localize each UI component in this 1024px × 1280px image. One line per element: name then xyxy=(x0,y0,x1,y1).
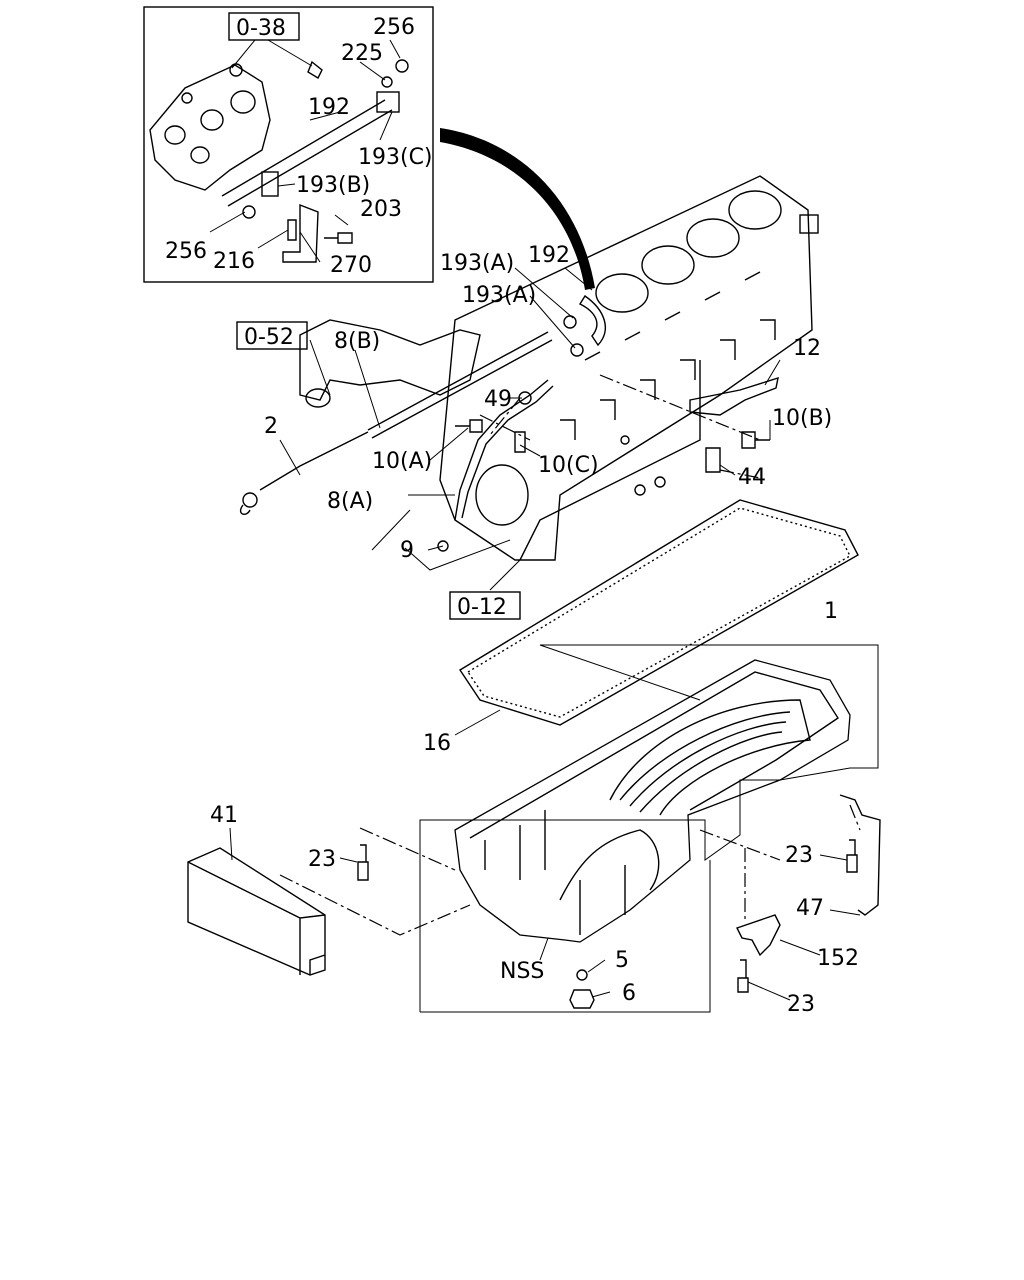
inset-bolt-203 xyxy=(324,232,353,244)
label-23-bottom: 23 xyxy=(787,992,815,1017)
hose-192 xyxy=(578,295,606,347)
inset-clip-b xyxy=(261,171,279,197)
tube-47 xyxy=(839,794,881,916)
inset-washer-225 xyxy=(381,76,393,88)
inset-frame xyxy=(143,6,434,283)
oil-pan-gasket-16 xyxy=(459,499,859,726)
inset-head-block xyxy=(149,63,271,191)
washer-5 xyxy=(576,969,588,981)
label-9: 9 xyxy=(400,538,414,563)
label-10a: 10(A) xyxy=(372,449,432,474)
label-225: 225 xyxy=(341,41,383,66)
detail-pointer-arrow xyxy=(440,128,595,290)
label-44: 44 xyxy=(738,465,766,490)
label-152: 152 xyxy=(817,946,859,971)
bolt-23-left xyxy=(357,844,369,881)
inset-union-fitting xyxy=(307,60,323,79)
ref-0-12: 0-12 xyxy=(457,595,507,620)
dipstick-assembly xyxy=(239,295,779,552)
bracket-assembly xyxy=(299,319,481,401)
bracket-152 xyxy=(736,914,781,957)
label-23-right: 23 xyxy=(785,843,813,868)
label-23-left: 23 xyxy=(308,847,336,872)
label-41: 41 xyxy=(210,803,238,828)
label-10b: 10(B) xyxy=(772,406,832,431)
ref-0-52: 0-52 xyxy=(244,325,294,350)
inset-nut-256 xyxy=(395,59,409,73)
label-192-main: 192 xyxy=(528,243,570,268)
label-216: 216 xyxy=(213,249,255,274)
label-193c: 193(C) xyxy=(358,145,433,170)
bolt-23-right xyxy=(846,839,858,873)
guide-tube-8b xyxy=(367,331,553,439)
label-47: 47 xyxy=(796,896,824,921)
clip-193a xyxy=(570,343,584,357)
label-16: 16 xyxy=(423,731,451,756)
bolt-10b xyxy=(741,431,770,449)
inset-bolt-216 xyxy=(287,219,297,241)
inset-bracket xyxy=(282,203,319,263)
bolt-10a xyxy=(455,419,483,433)
ref-box-0-52 xyxy=(236,321,308,350)
label-193a-upper: 193(A) xyxy=(440,251,514,276)
label-49: 49 xyxy=(484,387,512,412)
label-203: 203 xyxy=(360,197,402,222)
label-8b: 8(B) xyxy=(334,329,380,354)
inset-detail: 0-38 256 225 192 193(C) 193(B) 203 256 2… xyxy=(143,6,434,283)
label-1: 1 xyxy=(824,599,838,624)
label-6: 6 xyxy=(622,981,636,1006)
label-256-bottom: 256 xyxy=(165,239,207,264)
ref-0-38: 0-38 xyxy=(236,16,286,41)
ref-box-0-38 xyxy=(228,12,300,41)
inset-oil-pipe xyxy=(221,99,393,207)
label-8a: 8(A) xyxy=(327,489,373,514)
label-nss: NSS xyxy=(500,959,544,984)
bolt-10c xyxy=(514,431,526,453)
oil-pan-callout-frame xyxy=(419,644,879,1013)
oil-pan xyxy=(454,659,851,943)
dipstick-gauge-2 xyxy=(259,431,369,491)
alignment-lines-lower xyxy=(279,804,861,936)
label-12: 12 xyxy=(793,336,821,361)
label-2: 2 xyxy=(264,414,278,439)
label-193b: 193(B) xyxy=(296,173,370,198)
label-193a-lower: 193(A) xyxy=(462,283,536,308)
o-ring-9 xyxy=(437,540,449,552)
ref-box-0-12 xyxy=(449,591,521,620)
alignment-lines-upper xyxy=(479,374,761,479)
block-41 xyxy=(187,847,326,976)
plug-44 xyxy=(705,447,721,473)
label-192-inset: 192 xyxy=(308,95,350,120)
label-270: 270 xyxy=(330,253,372,278)
bolt-23-bottom xyxy=(737,959,749,993)
engine-block xyxy=(439,175,819,561)
label-10c: 10(C) xyxy=(538,453,599,478)
drain-plug-6 xyxy=(569,989,595,1009)
tube-8a xyxy=(454,379,549,521)
label-256-top: 256 xyxy=(373,15,415,40)
inset-nut-256b xyxy=(242,205,256,219)
label-5: 5 xyxy=(615,948,629,973)
bracket-12 xyxy=(689,376,779,416)
inset-clip-c xyxy=(376,91,400,113)
